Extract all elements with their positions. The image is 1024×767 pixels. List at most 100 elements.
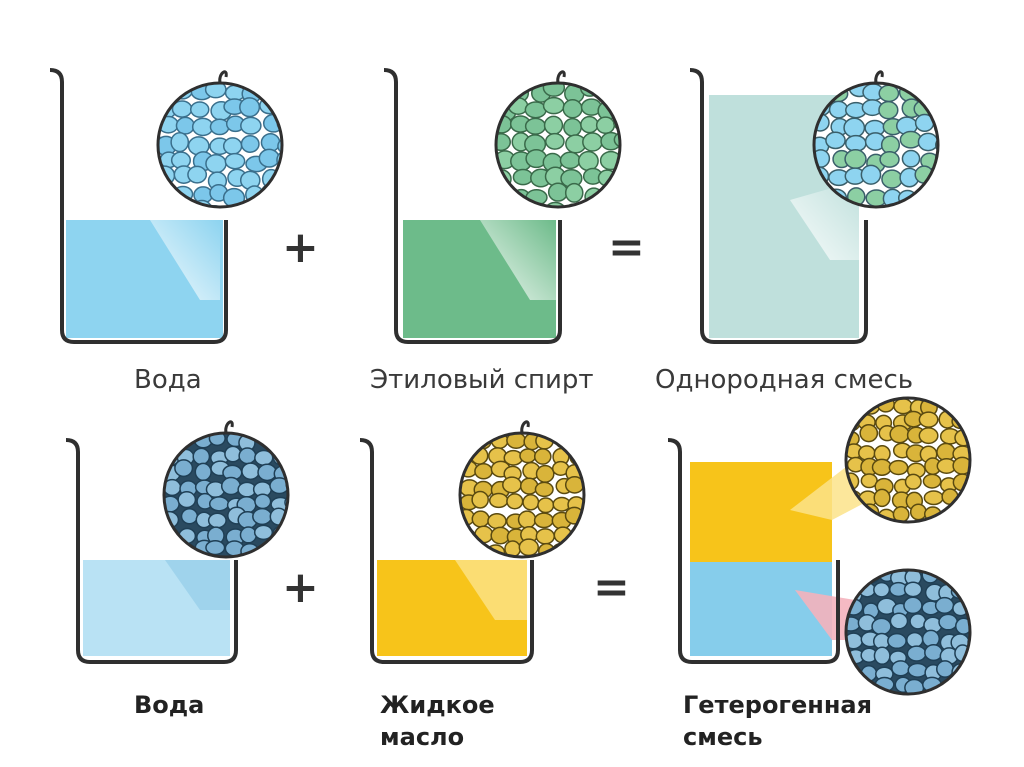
molecule bbox=[613, 131, 620, 149]
molecule bbox=[879, 151, 900, 168]
molecule bbox=[524, 83, 547, 84]
beaker-outline bbox=[383, 68, 562, 344]
molecule bbox=[518, 538, 539, 557]
molecule bbox=[209, 118, 230, 136]
molecule bbox=[935, 398, 954, 399]
molecule bbox=[973, 507, 990, 522]
molecule bbox=[585, 479, 603, 495]
molecule bbox=[192, 447, 211, 466]
molecule bbox=[164, 539, 179, 555]
molecule bbox=[860, 570, 881, 584]
molecule bbox=[496, 172, 498, 191]
molecule bbox=[921, 555, 938, 570]
molecule bbox=[172, 83, 195, 85]
molecule bbox=[547, 182, 569, 202]
molecule bbox=[238, 205, 261, 207]
molecule bbox=[916, 83, 936, 101]
molecule bbox=[164, 480, 165, 498]
molecule bbox=[158, 117, 161, 136]
molecule bbox=[460, 539, 475, 557]
molecule bbox=[968, 398, 970, 411]
molecule bbox=[873, 646, 891, 665]
molecule bbox=[831, 63, 851, 80]
molecule bbox=[907, 662, 928, 678]
molecule bbox=[158, 201, 174, 207]
molecule bbox=[460, 513, 463, 530]
molecule bbox=[595, 116, 616, 135]
equals-sign-row1: = bbox=[608, 222, 645, 273]
label-water-1: Вода bbox=[134, 365, 202, 395]
molecule bbox=[487, 512, 507, 530]
molecule bbox=[286, 462, 288, 481]
molecule bbox=[882, 83, 904, 84]
molecule bbox=[258, 148, 280, 168]
molecules bbox=[496, 61, 632, 207]
molecule bbox=[827, 427, 843, 444]
molecule bbox=[275, 102, 282, 120]
molecule bbox=[512, 168, 534, 186]
molecule bbox=[969, 398, 970, 399]
molecule bbox=[224, 152, 246, 170]
molecule bbox=[922, 398, 942, 402]
label-liquid-oil-line1: Жидкое bbox=[380, 691, 495, 719]
molecule bbox=[158, 99, 161, 119]
molecule bbox=[887, 632, 907, 650]
molecule bbox=[614, 61, 632, 80]
molecule bbox=[900, 83, 923, 85]
molecule bbox=[972, 683, 990, 697]
molecule bbox=[533, 433, 553, 434]
molecule bbox=[930, 171, 938, 189]
molecule bbox=[194, 462, 212, 482]
molecule bbox=[858, 445, 876, 461]
molecule bbox=[953, 570, 970, 572]
molecule bbox=[191, 65, 210, 81]
molecule bbox=[828, 100, 849, 119]
molecule bbox=[240, 116, 262, 135]
beaker-outline bbox=[667, 438, 840, 664]
magnifier-beam bbox=[150, 220, 220, 300]
magnifier-handle bbox=[556, 70, 566, 84]
molecule bbox=[891, 695, 909, 710]
molecule bbox=[164, 511, 166, 527]
molecule bbox=[289, 529, 305, 543]
molecule bbox=[878, 100, 899, 120]
molecule bbox=[440, 545, 458, 561]
beaker-outline bbox=[359, 438, 534, 664]
molecule bbox=[496, 201, 499, 207]
molecule bbox=[844, 134, 867, 153]
molecule bbox=[517, 510, 537, 529]
molecule bbox=[955, 677, 970, 694]
molecule bbox=[577, 150, 599, 172]
molecule bbox=[917, 132, 938, 152]
molecule bbox=[910, 554, 926, 568]
molecule bbox=[559, 151, 581, 170]
molecule bbox=[189, 101, 210, 118]
molecule bbox=[891, 660, 911, 677]
molecule bbox=[845, 523, 862, 539]
molecule bbox=[612, 100, 620, 118]
molecule bbox=[565, 433, 584, 448]
molecule bbox=[506, 202, 529, 207]
molecule bbox=[540, 560, 556, 574]
molecule bbox=[922, 473, 942, 489]
molecule bbox=[936, 442, 956, 462]
molecule bbox=[145, 528, 161, 545]
water-layer bbox=[690, 562, 832, 656]
beaker-oil bbox=[359, 438, 534, 664]
molecule bbox=[522, 493, 540, 511]
molecule bbox=[241, 462, 261, 481]
molecule bbox=[257, 463, 278, 482]
molecule bbox=[814, 83, 832, 86]
molecule bbox=[859, 423, 879, 443]
magnifier-beam bbox=[790, 180, 860, 260]
molecule bbox=[953, 381, 969, 396]
molecule bbox=[599, 204, 620, 207]
molecule bbox=[582, 433, 584, 437]
molecule bbox=[902, 693, 923, 694]
molecule bbox=[138, 185, 157, 203]
molecule bbox=[496, 184, 512, 205]
molecule bbox=[580, 63, 600, 81]
molecule bbox=[972, 600, 989, 616]
molecule bbox=[222, 137, 243, 155]
